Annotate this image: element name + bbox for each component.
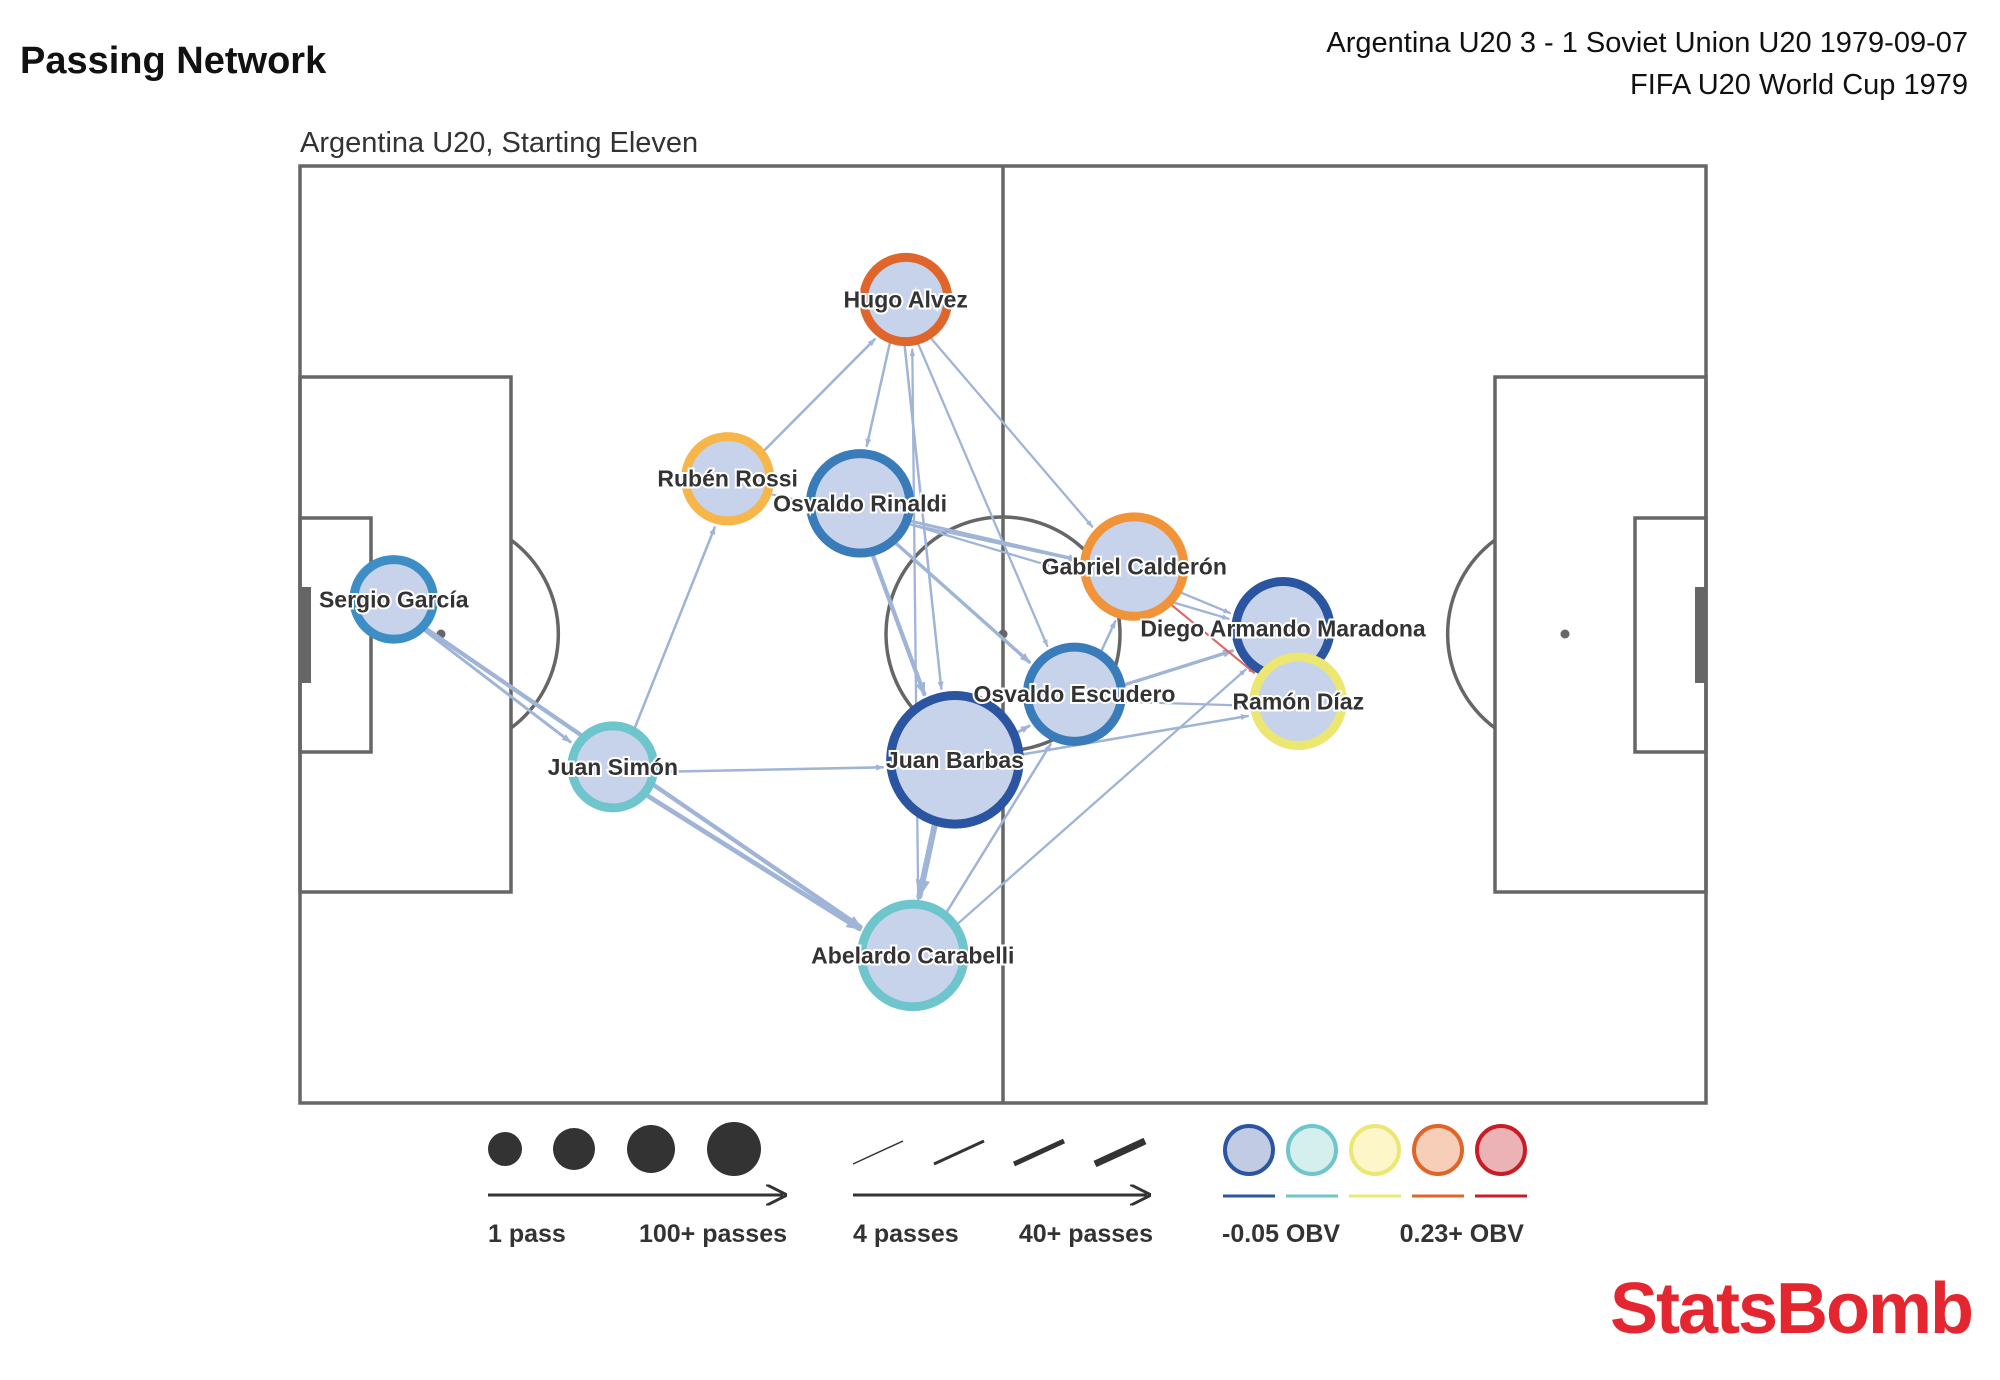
player-node-osvaldo-rinaldi: Osvaldo Rinaldi [771, 449, 949, 558]
legend-obv-color: -0.05 OBV 0.23+ OBV [1222, 1124, 1527, 1248]
pass-edge-hugo-alvez-to-juan-barbas [903, 344, 944, 690]
pass-edge-osvaldo-escudero-to-diego-armando-maradona [1123, 649, 1234, 687]
player-node-juan-barbas: Juan Barbas [884, 691, 1026, 829]
legend-width-max-label: 40+ passes [1019, 1220, 1153, 1248]
pass-edge-juan-simon-to-abelardo-carabelli [645, 793, 862, 932]
legend-size-dot-2 [553, 1128, 595, 1170]
pass-edge-abelardo-carabelli-to-diego-armando-maradona [957, 668, 1247, 925]
player-node-abelardo-carabelli: Abelardo Carabelli [809, 899, 1016, 1012]
pass-edge-juan-barbas-to-osvaldo-escudero [1016, 724, 1031, 734]
legend-node-size: 1 pass 100+ passes [488, 1122, 787, 1248]
player-circle [1080, 512, 1189, 621]
player-label: Juan Barbas [886, 747, 1024, 773]
pass-edges [423, 337, 1256, 932]
pass-edge-sergio-garcia-to-juan-simon [423, 629, 572, 744]
legend-size-dot-4 [707, 1122, 761, 1176]
right-penalty-area [1493, 375, 1708, 894]
player-node-ruben-rossi: Rubén Rossi [655, 432, 800, 526]
legend-obv-swatch-4 [1412, 1124, 1464, 1176]
right-penalty-arc [1445, 538, 1497, 730]
player-circle [1022, 642, 1127, 746]
legend-obv-min-label: -0.05 OBV [1222, 1220, 1340, 1248]
pass-edge-abelardo-carabelli-to-hugo-alvez [909, 348, 920, 902]
player-label: Ramón Díaz [1232, 688, 1364, 714]
player-node-osvaldo-escudero: Osvaldo Escudero [971, 642, 1177, 746]
pass-edge-ruben-rossi-to-hugo-alvez [763, 338, 876, 452]
player-circle [1249, 652, 1348, 751]
pass-edge-gabriel-calderon-to-diego-armando-maradona [1180, 591, 1232, 615]
legend-obv-swatch-5 [1475, 1124, 1527, 1176]
legend-size-dot-3 [627, 1125, 675, 1173]
player-label: Gabriel Calderón [1042, 554, 1227, 580]
pass-edge-juan-barbas-to-abelardo-carabelli [915, 822, 938, 900]
player-circle [681, 432, 775, 526]
player-circle [856, 899, 969, 1012]
match-result: Argentina U20 3 - 1 Soviet Union U20 197… [1326, 27, 1968, 59]
pass-edge-hugo-alvez-to-osvaldo-escudero [917, 343, 1049, 648]
legend-size-min-label: 1 pass [488, 1220, 566, 1248]
player-label: Osvaldo Rinaldi [773, 490, 947, 516]
legend-edge-width: 4 passes 40+ passes [852, 1137, 1153, 1248]
chart-title: Passing Network [20, 40, 327, 82]
player-label: Osvaldo Escudero [973, 681, 1175, 707]
player-circle [859, 252, 953, 347]
statsbomb-logo: StatsBomb [1609, 1269, 1974, 1349]
legend: 1 pass 100+ passes 4 passes 40+ passes -… [488, 1122, 1527, 1248]
pass-edge-juan-barbas-to-ramon-diaz [1022, 714, 1250, 756]
legend-width-line-3 [1012, 1138, 1066, 1167]
legend-width-line-2 [933, 1139, 985, 1166]
pass-edge-osvaldo-rinaldi-to-diego-armando-maradona [908, 523, 1230, 620]
legend-obv-swatch-3 [1349, 1124, 1401, 1176]
player-circle [886, 691, 1024, 829]
left-goal [300, 587, 311, 683]
player-node-juan-simon: Juan Simón [546, 721, 680, 813]
player-label: Juan Simón [548, 754, 678, 780]
pass-edge-juan-simon-to-ruben-rossi [633, 526, 716, 729]
legend-obv-swatch-1 [1223, 1124, 1275, 1176]
right-penalty-spot [1560, 629, 1570, 639]
pass-edge-hugo-alvez-to-gabriel-calderon [930, 337, 1094, 528]
legend-width-line-1 [852, 1140, 904, 1165]
pass-edge-gabriel-calderon-to-ramon-diaz [1170, 604, 1256, 674]
legend-obv-max-label: 0.23+ OBV [1400, 1220, 1525, 1248]
competition-name: FIFA U20 World Cup 1979 [1630, 69, 1968, 101]
player-circle [805, 449, 915, 558]
left-penalty-arc [509, 538, 561, 730]
player-label: Abelardo Carabelli [811, 942, 1014, 968]
pass-edge-hugo-alvez-to-osvaldo-rinaldi [865, 341, 892, 447]
player-node-hugo-alvez: Hugo Alvez [842, 252, 970, 347]
player-label: Diego Armando Maradona [1140, 616, 1426, 642]
legend-width-min-label: 4 passes [853, 1220, 959, 1248]
team-subtitle: Argentina U20, Starting Eleven [300, 127, 699, 159]
pass-edge-osvaldo-escudero-to-ramon-diaz [1124, 700, 1247, 709]
player-circle [567, 721, 659, 813]
pass-edge-osvaldo-rinaldi-to-osvaldo-escudero [894, 541, 1032, 664]
legend-size-max-label: 100+ passes [639, 1220, 787, 1248]
player-node-diego-armando-maradona: Diego Armando Maradona [1138, 577, 1428, 681]
pass-edge-osvaldo-escudero-to-gabriel-calderon [1100, 620, 1117, 652]
match-info: Argentina U20 3 - 1 Soviet Union U20 197… [1326, 22, 1968, 106]
legend-size-dot-1 [488, 1132, 522, 1166]
legend-obv-swatch-2 [1286, 1124, 1338, 1176]
pass-edge-juan-simon-to-juan-barbas [656, 764, 885, 774]
player-circle [349, 555, 439, 644]
player-node-ramon-diaz: Ramón Díaz [1230, 652, 1366, 751]
player-label: Rubén Rossi [657, 466, 798, 492]
pass-edge-osvaldo-rinaldi-to-gabriel-calderon [909, 519, 1079, 562]
pass-edge-abelardo-carabelli-to-osvaldo-escudero [945, 742, 1052, 913]
right-goal [1695, 587, 1706, 683]
player-node-gabriel-calderon: Gabriel Calderón [1040, 512, 1229, 621]
legend-width-line-4 [1093, 1137, 1147, 1168]
player-label: Sergio García [319, 586, 469, 612]
player-label: Hugo Alvez [844, 287, 968, 313]
player-node-sergio-garcia: Sergio García [317, 555, 471, 644]
